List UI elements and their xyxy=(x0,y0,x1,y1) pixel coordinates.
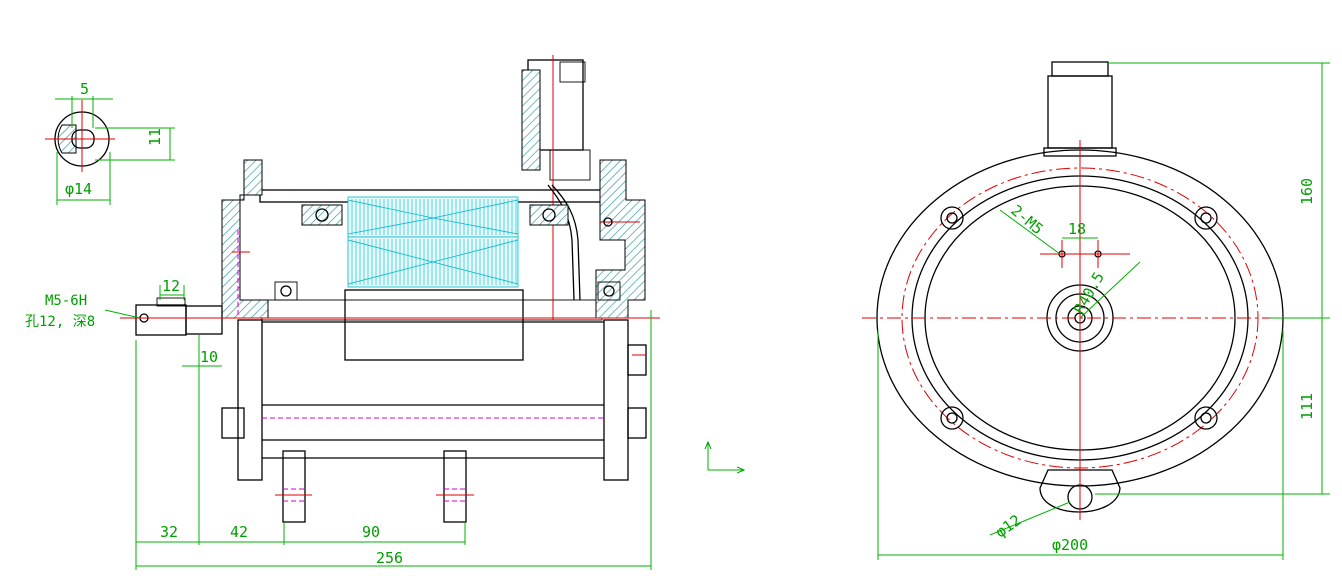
commutator-block xyxy=(344,289,524,361)
mounting-foot-right xyxy=(443,450,467,523)
dim-42: 42 xyxy=(230,523,248,541)
dim-overall-length: 256 xyxy=(376,549,403,567)
dim-key-length: 12 xyxy=(162,277,180,295)
thread-note-line2: 孔12, 深8 xyxy=(25,314,95,330)
plug-body xyxy=(1047,75,1113,149)
dim-hole-spacing: 18 xyxy=(1068,220,1086,238)
rear-bolt-head xyxy=(627,407,647,439)
dim-slot-height: 11 xyxy=(146,128,164,146)
flange-bolts xyxy=(940,206,1218,430)
dim-hole-note: 2-M5 xyxy=(1007,201,1046,238)
axis-icon xyxy=(708,442,744,470)
rear-end-plate xyxy=(603,319,629,481)
rear-bearing xyxy=(529,204,569,226)
front-bolt-head xyxy=(221,407,245,439)
coil-hatching xyxy=(351,199,517,285)
shaft-end-detail: 5 11 φ14 xyxy=(45,80,175,205)
dim-shaft-step: 10 xyxy=(200,348,218,366)
dim-32: 32 xyxy=(160,523,178,541)
dim-flange-diameter: φ200 xyxy=(1052,536,1088,554)
dim-shaft-diameter: φ14 xyxy=(65,180,92,198)
end-view: 18 2-M5 R40.5 160 111 φ12 φ200 xyxy=(862,61,1330,560)
front-flange-section xyxy=(221,159,269,319)
dim-height-top: 160 xyxy=(1298,178,1316,205)
side-section-view: 12 M5-6H 孔12, 深8 10 32 42 90 256 xyxy=(25,55,660,570)
rear-flange-section xyxy=(595,159,646,319)
thread-note-line1: M5-6H xyxy=(45,293,87,309)
dim-90: 90 xyxy=(362,523,380,541)
terminal-box-section xyxy=(521,69,541,171)
shaft-step xyxy=(185,305,223,335)
front-end-plate xyxy=(237,319,263,481)
plug-cap xyxy=(1051,61,1109,77)
mounting-foot-left xyxy=(282,450,306,523)
bottom-lug xyxy=(1039,469,1121,513)
shaft-key xyxy=(156,297,186,307)
shaft-end xyxy=(135,304,187,336)
dim-slot-width: 5 xyxy=(80,80,89,98)
front-bearing xyxy=(301,204,343,226)
dim-height-bottom: 111 xyxy=(1298,393,1316,420)
dim-lug-hole: φ12 xyxy=(992,511,1025,541)
stator-winding xyxy=(347,196,519,288)
